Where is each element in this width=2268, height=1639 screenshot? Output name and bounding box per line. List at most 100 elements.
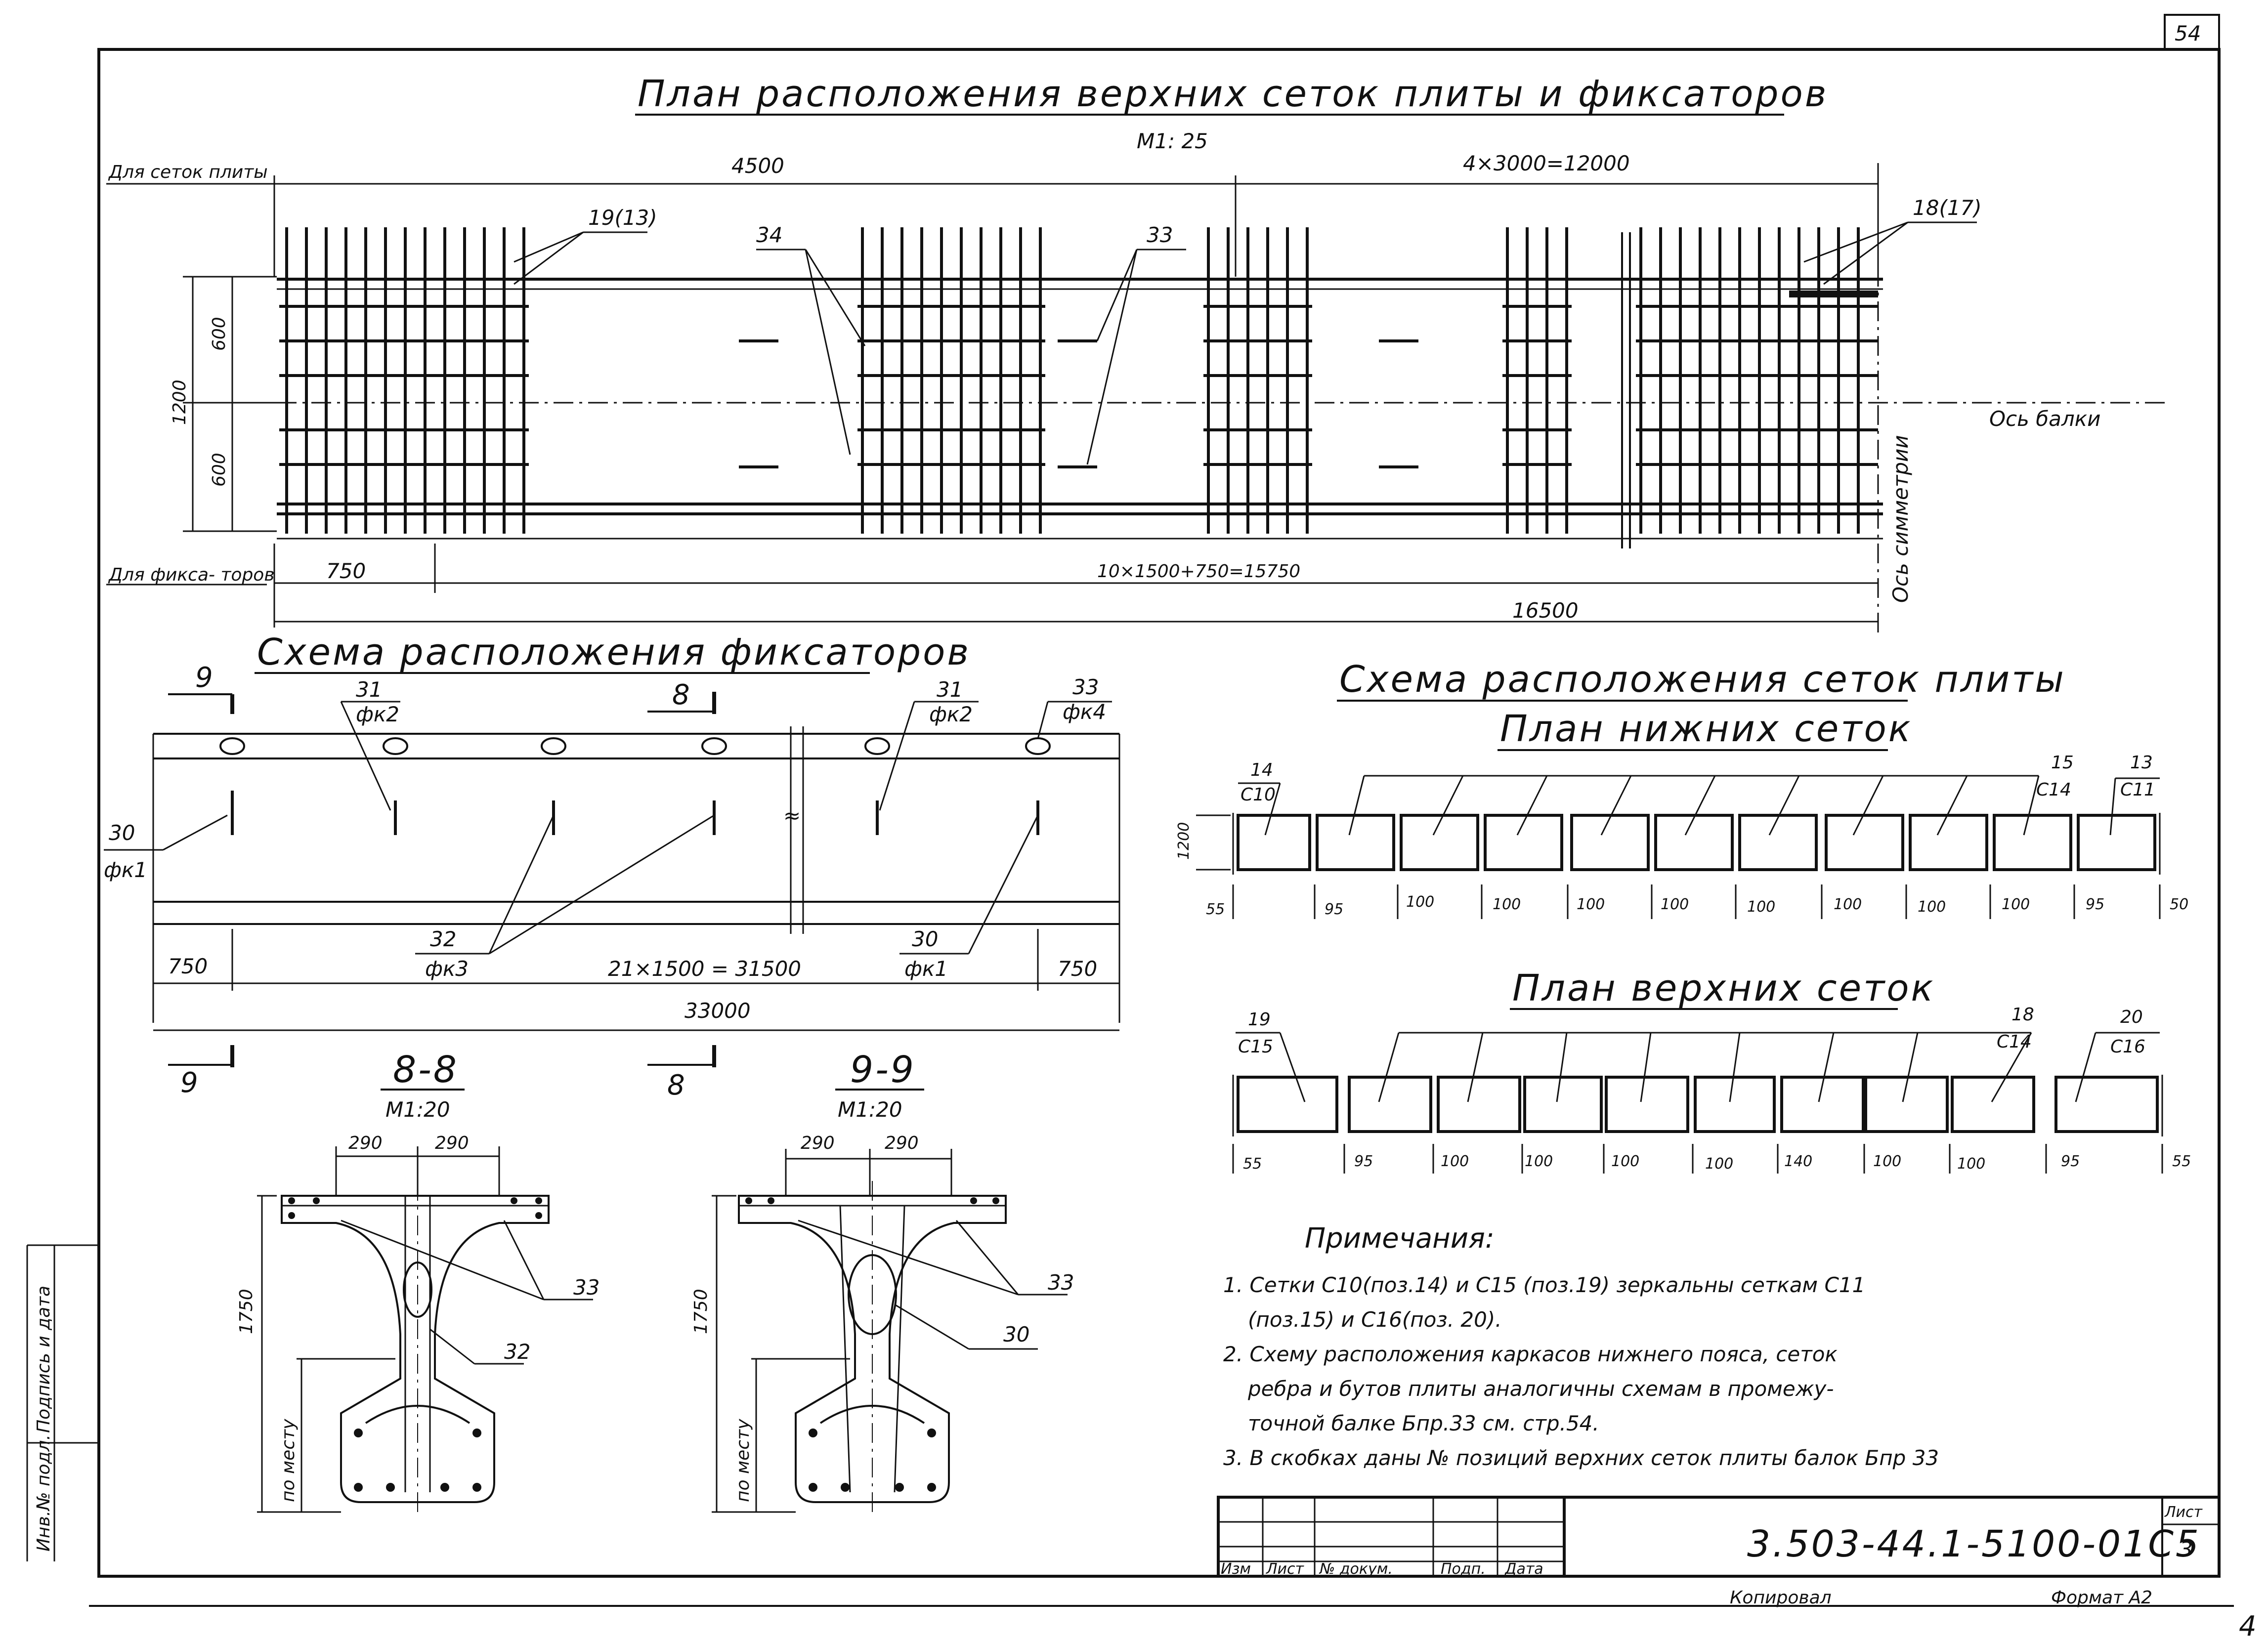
dim-600-top: 600 bbox=[209, 317, 229, 351]
section-8-dim-290b: 290 bbox=[435, 1133, 469, 1153]
callout-33-name: фк4 bbox=[1063, 700, 1106, 724]
copied-by: Копировал bbox=[1730, 1588, 1832, 1608]
upper-gap: 100 bbox=[1525, 1153, 1553, 1170]
dim-21x1500: 21×1500 = 31500 bbox=[608, 957, 801, 981]
section-9-dim-290b: 290 bbox=[885, 1133, 919, 1153]
section-9-9: 9-9 М1:20 290 290 1750 по месту 33 30 bbox=[691, 1049, 1074, 1513]
upper-meshes bbox=[1237, 1076, 2159, 1133]
left-strip-signature: Подпись и дата bbox=[34, 1286, 54, 1433]
callout-32-num: 32 bbox=[430, 927, 456, 951]
lower-c13-num: 13 bbox=[2130, 753, 2153, 773]
sheet-label: Лист bbox=[2164, 1504, 2203, 1521]
dim-16500: 16500 bbox=[1512, 598, 1579, 623]
section-8-in-place: по месту bbox=[278, 1419, 299, 1502]
section-8-dim-1750: 1750 bbox=[236, 1289, 257, 1334]
upper-gap: 100 bbox=[1957, 1155, 1985, 1173]
mesh-block-2 bbox=[857, 227, 1045, 534]
section-9-callout-30: 30 bbox=[1003, 1322, 1029, 1346]
callout-33: 33 bbox=[1147, 223, 1173, 247]
fixator-scheme: Схема расположения фиксаторов 9 8 ≈ bbox=[104, 631, 1120, 1101]
mesh-block-1 bbox=[279, 227, 529, 534]
section-8-callout-33: 33 bbox=[573, 1275, 599, 1300]
upper-c20-name: С16 bbox=[2110, 1037, 2145, 1057]
lower-gap: 100 bbox=[1577, 896, 1605, 913]
section-8-callout-32: 32 bbox=[504, 1340, 530, 1364]
dim-750-left: 750 bbox=[168, 954, 208, 978]
title-col-header: № докум. bbox=[1319, 1560, 1393, 1578]
section-9-dim-290a: 290 bbox=[801, 1133, 835, 1153]
label-for-fixators: Для фикса- торов bbox=[108, 565, 275, 585]
title-block: Изм Лист № докум. Подп. Дата 3.503-44.1-… bbox=[1217, 1496, 2221, 1608]
upper-gap-ticks bbox=[1232, 1144, 2163, 1174]
upper-gap: 140 bbox=[1784, 1153, 1812, 1170]
sheet-number: 54 bbox=[2175, 21, 2201, 45]
note-line: точной балке Бпр.33 см. стр.54. bbox=[1248, 1411, 1599, 1435]
upper-gap: 55 bbox=[2172, 1153, 2191, 1170]
upper-mesh-plan: План расположения верхних сеток плиты и … bbox=[106, 73, 2170, 632]
upper-c19-name: С15 bbox=[1238, 1037, 1273, 1057]
lower-c15-num: 15 bbox=[2051, 753, 2074, 773]
dim-750-plan: 750 bbox=[326, 559, 366, 583]
lower-gap: 50 bbox=[2170, 896, 2188, 913]
upper-mesh-title: План верхних сеток bbox=[1512, 967, 1935, 1009]
fixator-scheme-title: Схема расположения фиксаторов bbox=[257, 631, 971, 673]
sheet-value: 3 bbox=[2180, 1537, 2193, 1561]
section-8-top: 8 bbox=[672, 679, 690, 711]
title-col-header: Лист bbox=[1266, 1560, 1305, 1578]
label-for-meshes: Для сеток плиты bbox=[108, 162, 268, 182]
section-9-dim-1750: 1750 bbox=[691, 1289, 711, 1334]
sheet-frame bbox=[26, 14, 2234, 1607]
callout-31-right-name: фк2 bbox=[929, 702, 973, 726]
section-8-8: 8-8 М1:20 290 290 1750 по месту 33 bbox=[236, 1049, 599, 1513]
lower-height-1200: 1200 bbox=[1175, 822, 1193, 860]
corner-number: 4 bbox=[2239, 1610, 2257, 1639]
upper-gap: 100 bbox=[1611, 1153, 1639, 1170]
section-8-dim-290a: 290 bbox=[348, 1133, 383, 1153]
lower-gap: 100 bbox=[1834, 896, 1862, 913]
upper-gap: 55 bbox=[1243, 1155, 1262, 1173]
callout-34: 34 bbox=[756, 223, 782, 247]
callout-30-left-name: фк1 bbox=[104, 858, 147, 882]
note-line: 3. В скобках даны № позиций верхних сето… bbox=[1223, 1446, 1939, 1470]
dim-33000: 33000 bbox=[685, 999, 751, 1023]
lower-c13-name: С11 bbox=[2120, 780, 2155, 800]
section-9-in-place: по месту bbox=[733, 1419, 753, 1502]
axis-beam-label: Ось балки bbox=[1989, 407, 2100, 431]
lower-gap: 100 bbox=[2002, 896, 2030, 913]
section-9-top: 9 bbox=[195, 662, 213, 694]
break-mark: ≈ bbox=[783, 803, 801, 828]
title-col-header: Подп. bbox=[1441, 1560, 1486, 1578]
callout-33-num: 33 bbox=[1072, 675, 1099, 699]
note-line: 1. Сетки С10(поз.14) и С15 (поз.19) зерк… bbox=[1223, 1273, 1865, 1297]
notes: Примечания: 1. Сетки С10(поз.14) и С15 (… bbox=[1223, 1222, 1939, 1470]
section-8-bottom: 8 bbox=[667, 1069, 685, 1101]
lower-c15-name: С14 bbox=[2036, 780, 2071, 800]
lower-gap: 100 bbox=[1406, 893, 1434, 911]
callout-18-17: 18(17) bbox=[1913, 196, 1982, 220]
title-col-header: Дата bbox=[1504, 1560, 1543, 1578]
dim-600-bottom: 600 bbox=[209, 453, 229, 487]
upper-gap: 100 bbox=[1441, 1153, 1469, 1170]
dim-4x3000: 4×3000=12000 bbox=[1463, 151, 1630, 175]
fixator-symbols bbox=[219, 737, 1051, 835]
note-line: 2. Схему расположения каркасов нижнего п… bbox=[1223, 1342, 1838, 1366]
document-code: 3.503-44.1-5100-01С5 bbox=[1747, 1523, 2201, 1565]
callout-32-name: фк3 bbox=[425, 957, 469, 981]
lower-meshes bbox=[1237, 814, 2156, 871]
lower-gap: 95 bbox=[1325, 901, 1343, 918]
upper-gap: 95 bbox=[1354, 1153, 1373, 1170]
upper-c19-num: 19 bbox=[1248, 1009, 1271, 1030]
section-9-bottom: 9 bbox=[180, 1067, 198, 1099]
slab-mesh-scheme: Схема расположения сеток плиты План нижн… bbox=[1175, 658, 2191, 1174]
mesh-block-4 bbox=[1502, 227, 1572, 534]
dim-10x1500: 10×1500+750=15750 bbox=[1097, 561, 1300, 582]
callout-31-left-num: 31 bbox=[356, 677, 382, 702]
upper-gap: 100 bbox=[1873, 1153, 1901, 1170]
lower-gap: 100 bbox=[1747, 898, 1775, 916]
lower-gap: 100 bbox=[1918, 898, 1946, 916]
dim-750-right: 750 bbox=[1058, 957, 1097, 981]
lower-c14-num: 14 bbox=[1250, 760, 1273, 780]
sheet-format: Формат А2 bbox=[2051, 1588, 2152, 1608]
upper-c18-name: С14 bbox=[1997, 1032, 2032, 1052]
